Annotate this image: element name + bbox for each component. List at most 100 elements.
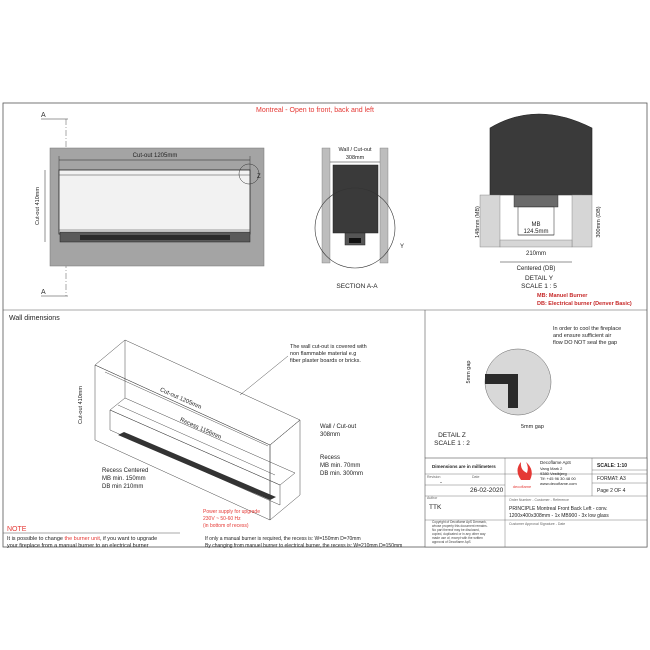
cutout-width-label: Cut-out 1205mm bbox=[133, 153, 178, 159]
section-aa-wall-left bbox=[321, 147, 331, 264]
section-aa-top-label-1: Wall / Cut-out bbox=[338, 147, 372, 153]
title-block-frame bbox=[424, 457, 648, 548]
detail-y: MB 124.5mm 300mm (DB) 148mm (MB) 210mm C… bbox=[475, 113, 602, 290]
detail-z: In order to cool the fireplace and ensur… bbox=[434, 326, 621, 447]
wall-dimensions-heading: Wall dimensions bbox=[9, 315, 60, 322]
wd-cutout-height: Cut-out 410mm bbox=[78, 386, 84, 424]
wd-centered-2: MB min. 150mm bbox=[102, 476, 146, 482]
wd-wall-cutout-2: 308mm bbox=[320, 432, 340, 438]
section-aa-burner-slot bbox=[349, 238, 361, 243]
legend-mb: MB: Manuel Burner bbox=[537, 293, 588, 299]
tb-company-addr-2: 9380 Vestbjerg bbox=[540, 471, 567, 476]
tb-description-2: 1200x400x308mm - 1x MB900 - 3x low glass bbox=[509, 513, 609, 519]
tb-revision-value: - bbox=[440, 480, 442, 486]
plan-burner bbox=[80, 235, 230, 240]
detail-y-marker: Y bbox=[400, 244, 404, 250]
detail-y-db-height: 300mm (DB) bbox=[596, 206, 602, 237]
detail-z-gap-vertical: 5mm gap bbox=[466, 361, 472, 384]
tb-date-value: 26-02-2020 bbox=[470, 487, 504, 494]
tb-copyright-1: Copyright of Decoflame ApS Denmark, bbox=[432, 520, 487, 524]
tb-copyright-3: No part thereof may be disclosed, bbox=[432, 528, 480, 532]
wd-centered-1: Recess Centered bbox=[102, 468, 148, 474]
note-line-1: It is possible to change the burner unit… bbox=[7, 536, 157, 542]
wd-note-cover-1: The wall cut-out is covered with bbox=[290, 344, 367, 350]
tb-page: Page 2 OF 4 bbox=[597, 488, 626, 494]
burner-bar bbox=[118, 432, 276, 500]
section-marker-top: A bbox=[41, 112, 46, 119]
wd-recess-3: DB min. 300mm bbox=[320, 471, 363, 477]
wd-recess-1: Recess bbox=[320, 455, 340, 461]
decoflame-logo-flame bbox=[517, 462, 532, 480]
wd-note-cover-3: fiber plaster boards or bricks. bbox=[290, 358, 361, 364]
detail-y-mb-label: MB bbox=[532, 222, 541, 228]
tb-copyright-4: copied, duplicated or in any other way bbox=[432, 532, 486, 536]
section-aa-caption: SECTION A-A bbox=[336, 283, 378, 290]
detail-y-mb-height: 148mm (MB) bbox=[475, 206, 481, 238]
wd-power-3: (in bottom of recess) bbox=[203, 523, 249, 529]
section-aa-top-label-2: 308mm bbox=[346, 155, 365, 161]
detail-z-note-1: In order to cool the fireplace bbox=[553, 326, 621, 332]
wd-recess-width-line bbox=[117, 404, 276, 476]
detail-z-note-3: flow DO NOT seal the gap bbox=[553, 340, 617, 346]
detail-y-mb-box bbox=[517, 206, 555, 236]
tb-scale: SCALE: 1:10 bbox=[597, 463, 627, 469]
detail-z-callout bbox=[238, 163, 260, 185]
detail-y-burner bbox=[513, 194, 559, 208]
detail-z-corner bbox=[485, 374, 518, 408]
detail-y-caption-1: DETAIL Y bbox=[525, 275, 554, 282]
detail-z-caption-2: SCALE 1 : 2 bbox=[434, 440, 470, 447]
tb-logo-text: decoflame bbox=[513, 484, 532, 489]
detail-y-bottom-dim-2: Centered (DB) bbox=[517, 266, 556, 272]
section-aa-body bbox=[332, 164, 379, 234]
detail-z-marker: Z bbox=[257, 174, 261, 180]
tb-approval-label: Customer Approval Signature - Date bbox=[509, 522, 565, 526]
wd-power-2: 230V ~ 50-60 Hz bbox=[203, 516, 241, 522]
tb-copyright-6: approval of Decoflame ApS bbox=[432, 540, 471, 544]
wd-note-leader bbox=[239, 355, 289, 396]
wd-wall-cutout-1: Wall / Cut-out bbox=[320, 424, 356, 430]
tb-description-1: PRINCIPLE Montreal Front Back Left - con… bbox=[509, 506, 608, 512]
detail-z-gap-horizontal: 5mm gap bbox=[521, 424, 544, 430]
wd-centered-3: DB min 210mm bbox=[102, 484, 143, 490]
tb-date-label: Date bbox=[472, 475, 479, 479]
wd-recess-2: MB min. 70mm bbox=[320, 463, 360, 469]
detail-y-caption-2: SCALE 1 : 5 bbox=[521, 283, 557, 290]
detail-y-base bbox=[499, 239, 573, 248]
tb-author-label: Author bbox=[427, 496, 438, 500]
detail-z-caption-1: DETAIL Z bbox=[438, 432, 466, 439]
section-aa-wall-right bbox=[379, 147, 389, 264]
tb-company-addr-3: Tlf: +45 96 30 48 00 bbox=[540, 476, 576, 481]
tb-company-addr-4: www.decoflame.com bbox=[540, 481, 577, 486]
wall-dimensions: Wall dimensions The wall cut-out is cove… bbox=[9, 315, 367, 529]
section-marker-bottom: A bbox=[41, 289, 46, 296]
plan-cutout bbox=[58, 169, 251, 235]
note-block: NOTE It is possible to change the burner… bbox=[3, 526, 402, 549]
title-block: Dimensions are in millimeters Revision -… bbox=[424, 457, 648, 548]
tb-order-label: Order Number - Customer - Reference bbox=[509, 498, 569, 502]
note-line-3: If only a manual burner is required, the… bbox=[205, 536, 361, 542]
tb-dimensions-note: Dimensions are in millimeters bbox=[432, 464, 496, 469]
tb-company-name: Decoflame ApS bbox=[540, 460, 571, 465]
tb-copyright-2: whose property this document remains. bbox=[432, 524, 488, 528]
wd-cutout-width-line bbox=[104, 371, 269, 447]
detail-z-note-2: and ensure sufficient air bbox=[553, 333, 611, 339]
wd-power-1: Power supply for upgrade bbox=[203, 509, 260, 515]
detail-y-body bbox=[500, 155, 582, 195]
detail-y-wall-left bbox=[479, 194, 501, 248]
tb-company-addr-1: Vang Mark 2 bbox=[540, 466, 563, 471]
detail-y-wall-right bbox=[571, 194, 593, 248]
sheet-title: Montreal - Open to front, back and left bbox=[256, 107, 374, 114]
plan-view: A A Cut-out 1205mm Cut-out 410mm Z bbox=[35, 112, 265, 297]
tb-revision-label: Revision bbox=[427, 475, 440, 479]
tb-format: FORMAT: A3 bbox=[597, 476, 626, 482]
detail-y-mb-dim: 124.5mm bbox=[523, 229, 548, 235]
wd-note-cover-2: non flammable material e.g bbox=[290, 351, 356, 357]
section-aa: Wall / Cut-out 308mm Y SECTION A-A bbox=[314, 147, 404, 290]
note-line-4: By changing from manuel burner to electr… bbox=[205, 543, 402, 549]
detail-y-bottom-dim-1: 210mm bbox=[526, 251, 546, 257]
recess-box-top bbox=[109, 397, 296, 486]
note-line-2: your fireplace from a manual burner to a… bbox=[7, 543, 149, 549]
legend-db: DB: Electrical burner (Denver Basic) bbox=[537, 301, 632, 307]
tb-copyright-5: made use of, except with the written bbox=[432, 536, 483, 540]
